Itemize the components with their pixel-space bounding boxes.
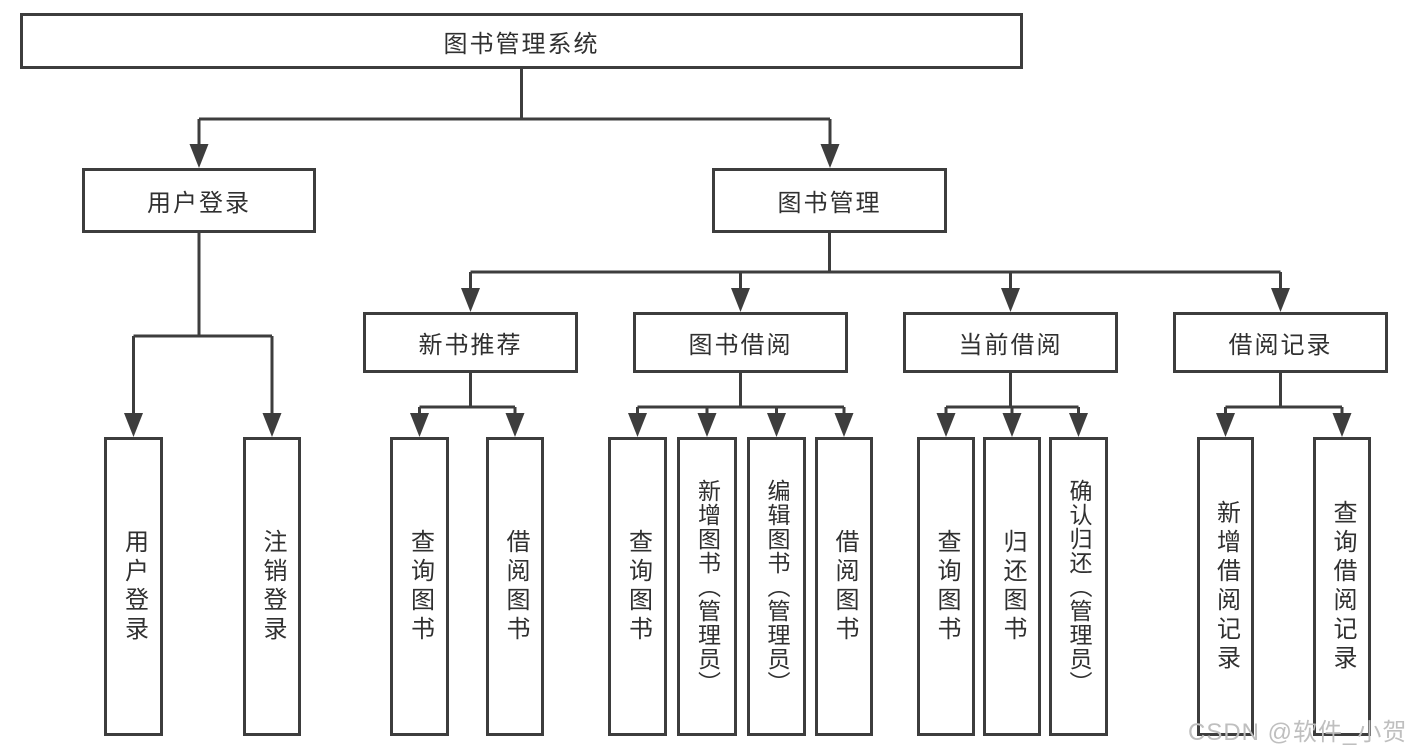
node-bb-add-books-admin: 新增图书（管理员） xyxy=(677,437,737,736)
arrow-down-icon xyxy=(834,413,854,437)
node-label: 当前借阅 xyxy=(958,332,1063,359)
connector-new-book-recommend-to-children xyxy=(410,373,525,437)
arrow-down-icon xyxy=(1001,288,1020,312)
node-label: 借阅图书 xyxy=(831,528,858,645)
node-label: 确认归还（管理员） xyxy=(1066,478,1092,695)
connector-book-borrow-to-children xyxy=(628,373,854,437)
node-root-library-management-system: 图书管理系统 xyxy=(20,13,1023,69)
node-label: 查询图书 xyxy=(624,528,652,645)
arrow-down-icon xyxy=(628,413,647,437)
node-label: 查询借阅记录 xyxy=(1329,499,1356,674)
node-book-management: 图书管理 xyxy=(712,168,947,233)
node-logout: 注销登录 xyxy=(243,437,301,736)
arrow-down-icon xyxy=(697,413,717,437)
node-br-add-record: 新增借阅记录 xyxy=(1197,437,1254,736)
node-label: 新书推荐 xyxy=(418,332,523,359)
connector-user-login-to-children xyxy=(124,233,282,437)
node-label: 查询图书 xyxy=(933,528,960,645)
arrow-down-icon xyxy=(262,413,282,437)
arrow-down-icon xyxy=(1332,413,1352,437)
connector-current-borrow-to-children xyxy=(936,373,1088,437)
node-cb-return-books: 归还图书 xyxy=(983,437,1041,736)
node-label: 借阅图书 xyxy=(502,528,529,645)
connector-root-to-level2 xyxy=(189,69,840,168)
arrow-down-icon xyxy=(189,144,209,168)
arrow-down-icon xyxy=(1216,413,1235,437)
node-cb-confirm-return-admin: 确认归还（管理员） xyxy=(1049,437,1108,736)
node-label: 用户登录 xyxy=(120,528,148,645)
node-label: 新增借阅记录 xyxy=(1212,499,1240,674)
node-current-borrow: 当前借阅 xyxy=(903,312,1118,373)
node-label: 新增图书（管理员） xyxy=(694,478,721,695)
node-label: 图书管理系统 xyxy=(443,30,600,58)
arrow-down-icon xyxy=(767,413,786,437)
csdn-watermark: CSDN @软件_小贺同学 xyxy=(1188,719,1405,746)
connector-borrow-records-to-children xyxy=(1216,373,1352,437)
arrow-down-icon xyxy=(1069,413,1088,437)
node-cb-query-books: 查询图书 xyxy=(917,437,975,736)
node-bb-edit-books-admin: 编辑图书（管理员） xyxy=(747,437,806,736)
node-nbr-borrow-books: 借阅图书 xyxy=(486,437,544,736)
node-label: 借阅记录 xyxy=(1228,332,1333,359)
node-label: 查询图书 xyxy=(406,528,434,645)
node-label: 图书管理 xyxy=(777,190,882,217)
node-label: 图书借阅 xyxy=(688,332,793,359)
node-user-login-leaf: 用户登录 xyxy=(104,437,163,736)
node-nbr-query-books: 查询图书 xyxy=(390,437,449,736)
arrow-down-icon xyxy=(124,413,143,437)
node-label: 编辑图书（管理员） xyxy=(764,478,790,695)
arrow-down-icon xyxy=(731,288,750,312)
arrow-down-icon xyxy=(410,413,429,437)
node-user-login: 用户登录 xyxy=(82,168,316,233)
node-label: 用户登录 xyxy=(147,190,251,217)
node-br-query-record: 查询借阅记录 xyxy=(1313,437,1371,736)
node-label: 注销登录 xyxy=(259,528,286,645)
connector-book-management-to-level3 xyxy=(461,233,1290,312)
node-label: 归还图书 xyxy=(999,528,1026,645)
node-book-borrow: 图书借阅 xyxy=(633,312,848,373)
node-borrow-records: 借阅记录 xyxy=(1173,312,1388,373)
node-bb-borrow-books: 借阅图书 xyxy=(815,437,873,736)
arrow-down-icon xyxy=(936,413,956,437)
node-new-book-recommend: 新书推荐 xyxy=(363,312,578,373)
node-bb-query-books: 查询图书 xyxy=(608,437,667,736)
arrow-down-icon xyxy=(1002,413,1022,437)
arrow-down-icon xyxy=(461,288,480,312)
arrow-down-icon xyxy=(1271,288,1290,312)
arrow-down-icon xyxy=(505,413,525,437)
arrow-down-icon xyxy=(820,144,840,168)
